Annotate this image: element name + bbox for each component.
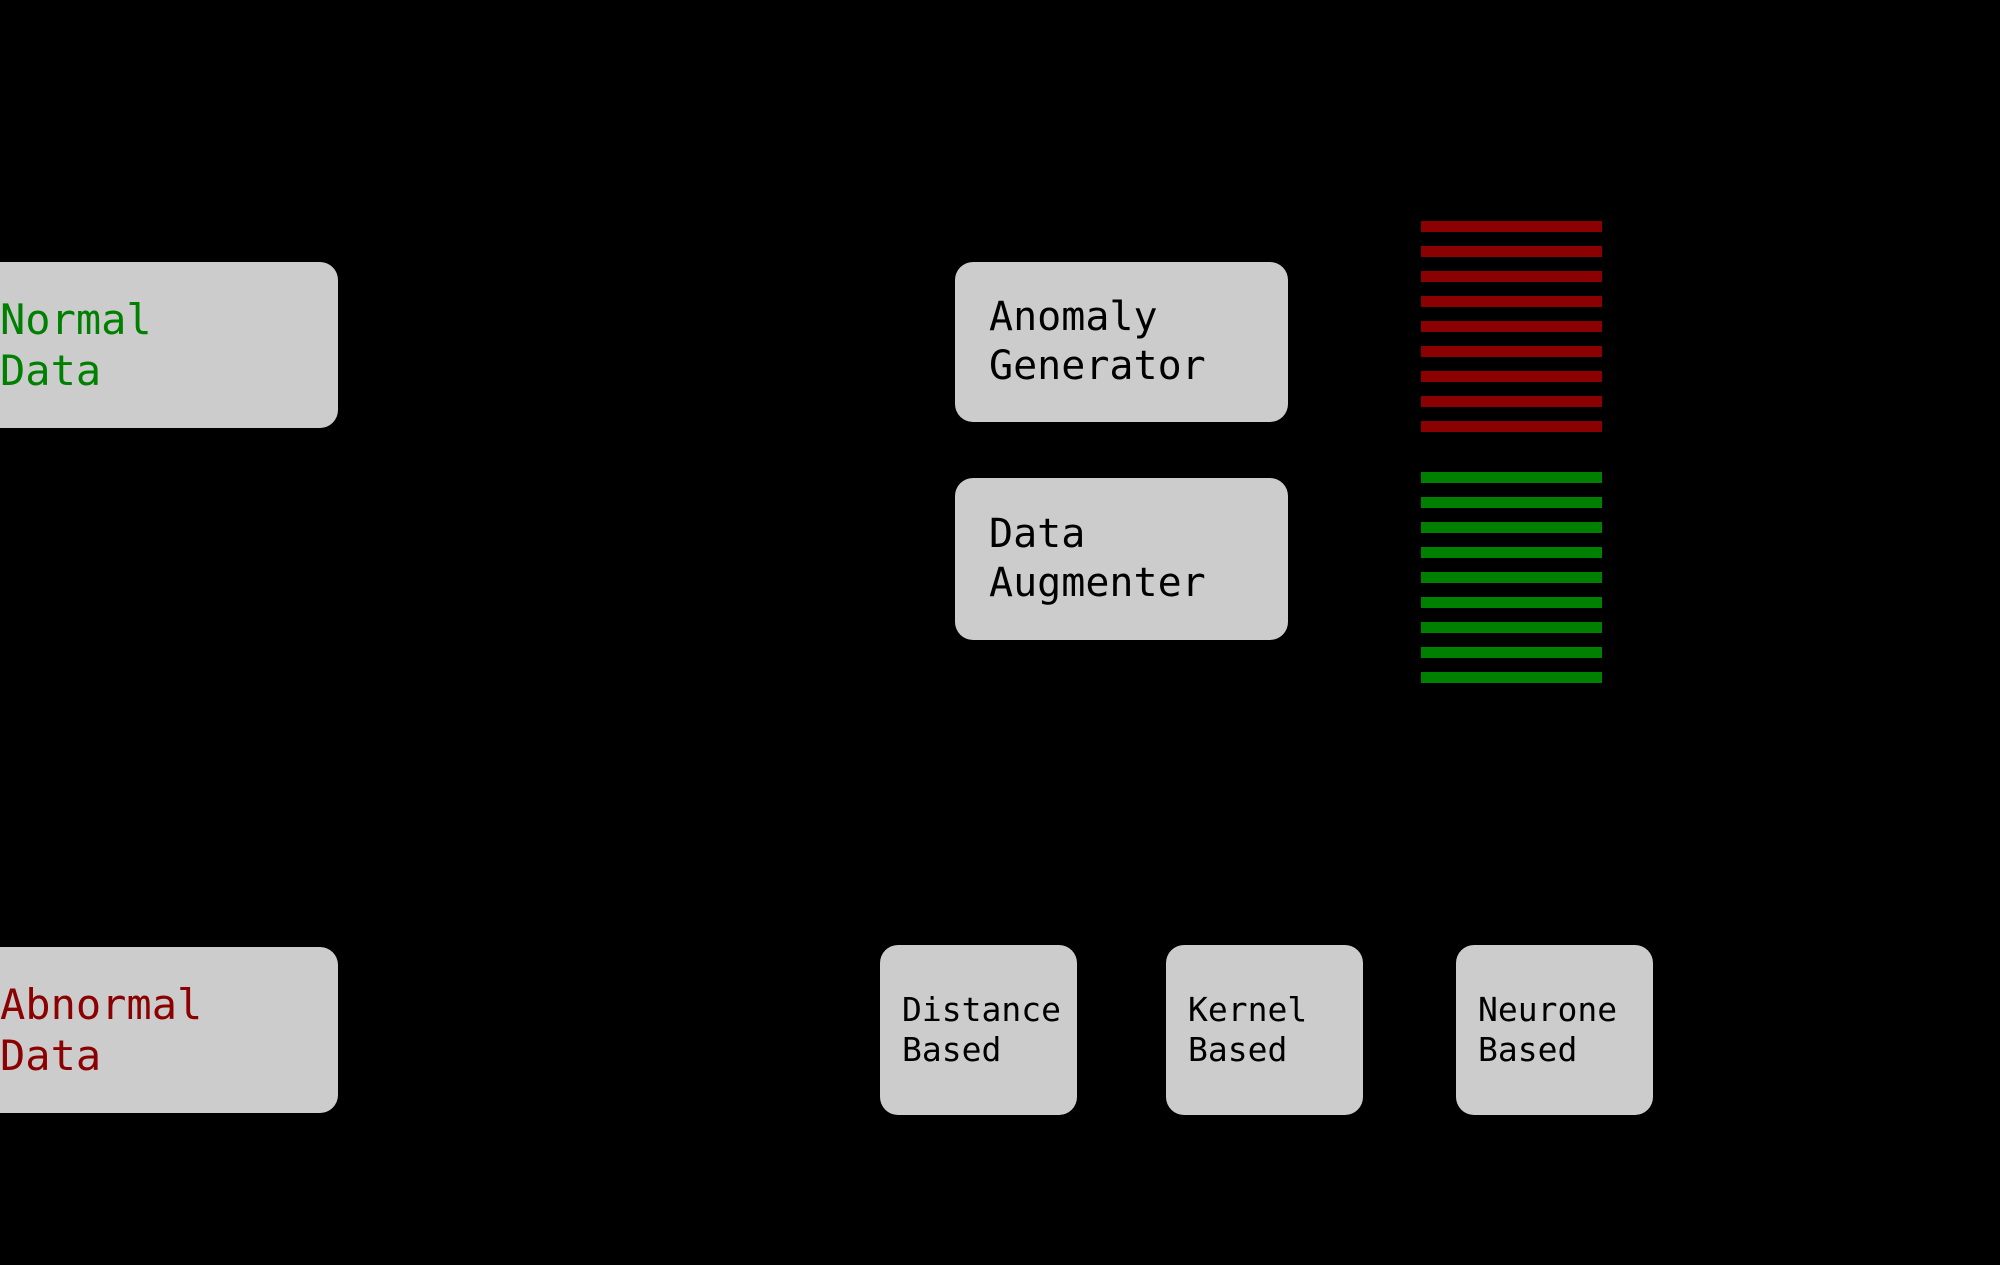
node-normal-data-line-1: Normal (0, 294, 152, 344)
node-abnormal-data-line-2: Data (0, 1031, 102, 1080)
stripe-abnormal-2 (1421, 246, 1602, 257)
stripe-abnormal-9 (1421, 421, 1602, 432)
label-stripe-stack (1421, 221, 1602, 697)
stripe-normal-1 (1421, 472, 1602, 483)
node-anomaly-generator-line-2: Generator (989, 343, 1206, 389)
stripe-abnormal-3 (1421, 271, 1602, 282)
node-anomaly-generator-line-1: Anomaly (989, 294, 1158, 341)
stripe-abnormal-7 (1421, 371, 1602, 382)
node-neurone-based-line-2: Based (1478, 1030, 1578, 1069)
node-distance-based-line-1: Distance (902, 989, 1061, 1029)
stripe-normal-3 (1421, 522, 1602, 533)
node-kernel-based-line-1: Kernel (1188, 989, 1308, 1029)
stripe-normal-9 (1421, 672, 1602, 683)
stripe-abnormal-5 (1421, 321, 1602, 332)
stripe-normal-6 (1421, 597, 1602, 608)
node-data-augmenter-line-1: Data (989, 511, 1086, 558)
stripe-abnormal-1 (1421, 221, 1602, 232)
node-abnormal-data-line-1: Abnormal (0, 979, 203, 1029)
stripe-normal-8 (1421, 647, 1602, 658)
stripe-normal-5 (1421, 572, 1602, 583)
node-distance-based-line-2: Based (902, 1030, 1002, 1069)
stripe-abnormal-6 (1421, 346, 1602, 357)
stripe-abnormal-4 (1421, 296, 1602, 307)
stripe-abnormal-8 (1421, 396, 1602, 407)
stripe-normal-7 (1421, 622, 1602, 633)
node-neurone-based-line-1: Neurone (1478, 989, 1618, 1029)
node-kernel-based-line-2: Based (1188, 1030, 1288, 1069)
node-normal-data-line-2: Data (0, 346, 102, 395)
node-data-augmenter-line-2: Augmenter (989, 560, 1206, 606)
stripe-normal-2 (1421, 497, 1602, 508)
stripe-normal-4 (1421, 547, 1602, 558)
